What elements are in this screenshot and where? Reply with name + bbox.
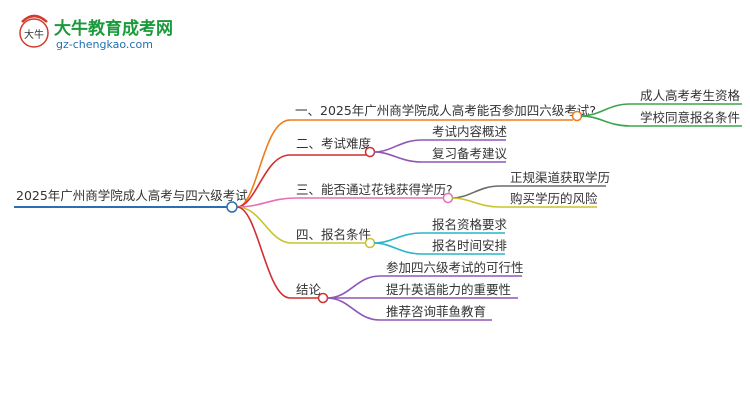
branch-5-leaf-3: 推荐咨询菲鱼教育: [386, 304, 486, 319]
branch-1-label: 一、2025年广州商学院成人高考能否参加四六级考试?: [295, 103, 596, 118]
branch-4-leaf-2-connector: [373, 242, 505, 255]
branch-4-node[interactable]: [364, 237, 376, 249]
branch-1-leaf-2: 学校同意报名条件: [640, 110, 740, 125]
root-node[interactable]: 2025年广州商学院成人高考与四六级考试: [14, 188, 248, 213]
logo-mark-icon: 大牛: [19, 14, 49, 48]
branch-5-leaf-2: 提升英语能力的重要性: [386, 282, 511, 297]
root-node-circle[interactable]: [226, 201, 238, 213]
branch-2-leaf-1-connector: [373, 139, 506, 153]
branch-4-leaf-2: 报名时间安排: [432, 238, 508, 253]
branch-2[interactable]: 二、考试难度 考试内容概述 复习备考建议: [236, 124, 508, 208]
branch-5[interactable]: 结论 参加四六级考试的可行性 提升英语能力的重要性 推荐咨询菲鱼教育: [236, 206, 524, 321]
branch-3-leaf-1: 正规渠道获取学历: [510, 170, 610, 185]
logo-url: gz-chengkao.com: [56, 38, 153, 51]
logo-mark-text: 大牛: [24, 28, 44, 41]
branch-5-leaf-1: 参加四六级考试的可行性: [386, 260, 524, 275]
branch-1[interactable]: 一、2025年广州商学院成人高考能否参加四六级考试? 成人高考考生资格 学校同意…: [236, 88, 742, 208]
logo: 大牛 大牛教育成考网 gz-chengkao.com: [19, 14, 173, 51]
branch-5-label: 结论: [296, 282, 322, 297]
branch-4-leaf-1: 报名资格要求: [432, 217, 508, 232]
branch-3-leaf-2: 购买学历的风险: [510, 191, 598, 206]
branch-1-connector: [236, 119, 573, 208]
branch-3-node[interactable]: [442, 192, 454, 204]
logo-title: 大牛教育成考网: [54, 18, 173, 39]
branch-4-connector: [236, 206, 366, 244]
branch-5-leaf-3-connector: [326, 297, 492, 321]
branch-2-leaf-1: 考试内容概述: [432, 124, 508, 139]
branch-1-leaf-1-connector: [580, 103, 742, 117]
branch-3-leaf-2-connector: [451, 197, 597, 208]
branch-2-label: 二、考试难度: [296, 136, 372, 151]
branch-1-node[interactable]: [571, 110, 583, 122]
branch-2-node[interactable]: [364, 146, 376, 158]
branch-2-leaf-2-connector: [373, 151, 506, 163]
branch-1-leaf-1: 成人高考考生资格: [640, 88, 741, 103]
branch-3-connector: [236, 197, 444, 208]
branch-4[interactable]: 四、报名条件 报名资格要求 报名时间安排: [236, 206, 508, 255]
branch-5-connector: [236, 206, 319, 299]
branch-4-label: 四、报名条件: [296, 227, 371, 242]
branch-1-leaf-2-connector: [580, 115, 742, 127]
branch-5-node[interactable]: [317, 292, 329, 304]
root-label: 2025年广州商学院成人高考与四六级考试: [16, 188, 248, 203]
branch-2-leaf-2: 复习备考建议: [432, 146, 508, 161]
branch-2-connector: [236, 154, 366, 208]
branch-3-label: 三、能否通过花钱获得学历?: [296, 182, 453, 197]
branch-3[interactable]: 三、能否通过花钱获得学历? 正规渠道获取学历 购买学历的风险: [236, 170, 610, 208]
